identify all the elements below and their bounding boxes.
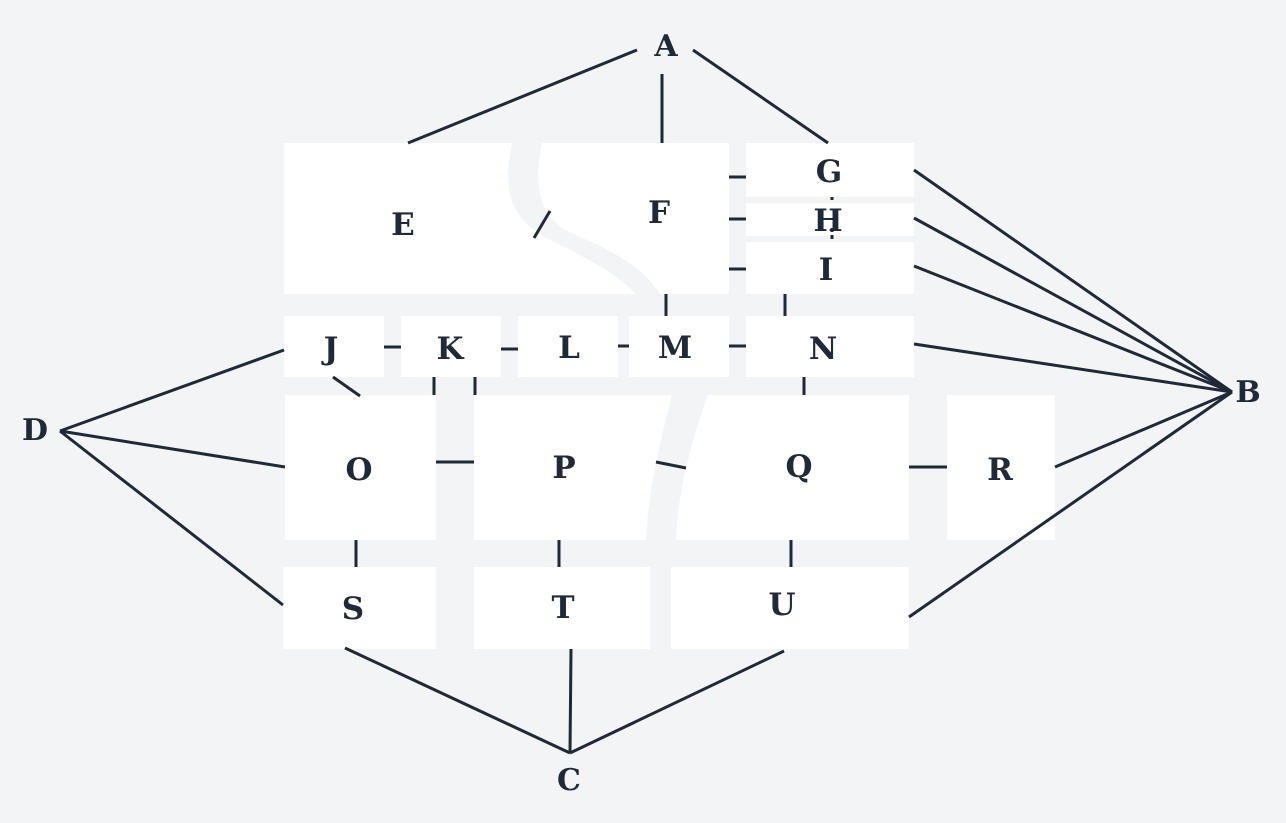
connector-e-f — [532, 210, 552, 239]
region-label-e: E — [391, 207, 415, 243]
region-t — [474, 567, 650, 649]
region-label-o: O — [345, 452, 372, 488]
region-f — [538, 143, 729, 294]
connector-d-j — [59, 348, 285, 433]
region-u — [671, 567, 909, 649]
connector-b-h — [913, 216, 1233, 394]
region-o — [285, 395, 436, 540]
connector-d-o — [59, 429, 286, 469]
region-l — [518, 316, 618, 377]
region-g — [746, 143, 914, 197]
region-labels: E F G H I J K L M N O P Q R S T U — [321, 154, 1013, 627]
connector-b-n — [913, 342, 1233, 394]
region-label-j: J — [321, 331, 339, 367]
region-h — [746, 203, 914, 236]
region-label-n: N — [809, 331, 837, 367]
region-label-u: U — [768, 587, 795, 623]
connector-c-s — [344, 646, 571, 755]
region-k — [401, 316, 501, 377]
region-r — [947, 395, 1055, 540]
region-label-g: G — [816, 154, 842, 190]
region-label-f: F — [648, 195, 670, 231]
connectors — [59, 48, 1233, 755]
connector-c-t — [568, 648, 573, 754]
region-label-p: P — [552, 450, 575, 486]
region-s — [283, 567, 436, 649]
anchor-labels: A B C D — [22, 29, 1261, 798]
region-label-m: M — [658, 330, 692, 366]
region-label-r: R — [987, 452, 1013, 488]
connector-a-e — [407, 48, 638, 145]
connector-b-u — [908, 390, 1233, 619]
region-j — [284, 316, 384, 377]
region-i — [746, 242, 914, 294]
region-n — [746, 316, 914, 377]
region-label-k: K — [437, 331, 465, 367]
anchor-label-a: A — [653, 29, 678, 64]
connector-b-i — [913, 264, 1233, 394]
region-label-s: S — [342, 591, 364, 627]
connector-b-g — [913, 168, 1233, 394]
regions — [283, 143, 1055, 649]
region-q — [676, 395, 909, 540]
connector-j-o — [332, 375, 361, 398]
connector-d-s — [59, 429, 284, 607]
region-label-q: Q — [785, 449, 812, 485]
region-e — [284, 143, 635, 294]
region-label-h: H — [813, 203, 842, 239]
region-p — [474, 395, 672, 540]
anchor-label-b: B — [1235, 375, 1260, 410]
region-label-l: L — [558, 330, 580, 366]
connector-p-q — [655, 460, 687, 470]
connector-c-u — [569, 649, 785, 755]
connector-a-g — [692, 48, 829, 145]
region-m — [629, 316, 729, 377]
anchor-label-d: D — [22, 413, 48, 448]
region-label-t: T — [551, 590, 574, 626]
region-label-i: I — [819, 252, 834, 288]
connector-b-r — [1054, 390, 1233, 469]
anchor-label-c: C — [557, 763, 581, 798]
